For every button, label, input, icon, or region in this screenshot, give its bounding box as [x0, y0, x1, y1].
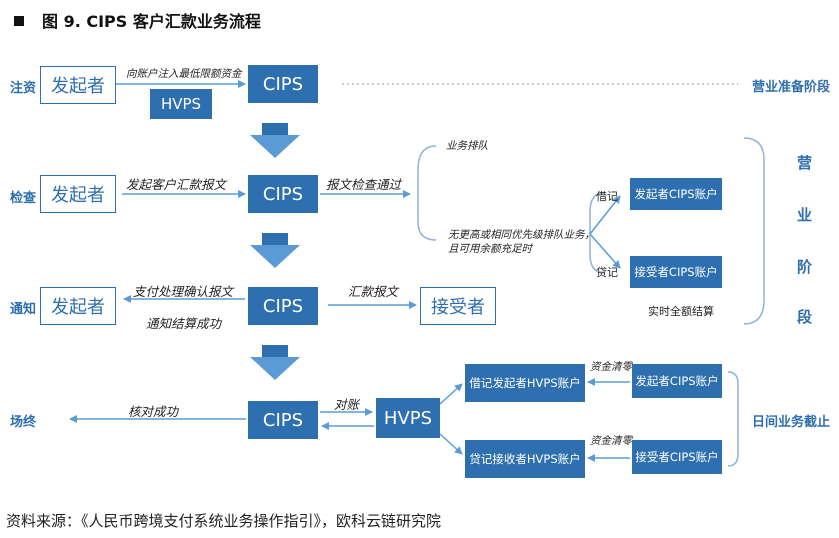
receiver-box: 接受者: [420, 287, 496, 325]
label-credit: 贷记: [596, 266, 618, 279]
arrow-to-credit: [589, 233, 621, 269]
label-remit-msg: 汇款报文: [348, 284, 399, 299]
phase-business-char-4: 段: [797, 308, 813, 326]
label-reconcile: 对账: [334, 397, 360, 412]
stage-label-notify: 通知: [10, 302, 37, 317]
originator-box-2: 发起者: [40, 175, 116, 213]
label-check-success: 核对成功: [128, 404, 179, 419]
business-phase-bracket: [743, 137, 765, 325]
receiver-cips-account-box-2: 接受者CIPS账户: [632, 440, 722, 474]
label-pay-confirm-msg: 支付处理确认报文: [133, 284, 234, 299]
label-no-higher-priority: 无更高或相同优先级排队业务，: [448, 229, 595, 241]
stage-label-check: 检查: [10, 191, 37, 206]
hvps-box-2: HVPS: [376, 398, 440, 438]
down-arrow-2: [250, 233, 300, 268]
label-fund-clear-2: 资金清零: [590, 435, 632, 447]
credit-receiver-hvps-box: 贷记接收者HVPS账户: [465, 440, 585, 478]
cips-box-3: CIPS: [248, 287, 318, 325]
phase-business-char-2: 业: [797, 206, 813, 224]
label-real-time-settle: 实时全额结算: [648, 305, 714, 318]
hvps-box-1: HVPS: [150, 89, 212, 119]
stage-label-end: 场终: [10, 415, 37, 430]
originator-cips-account-box: 发起者CIPS账户: [630, 178, 722, 210]
phase-business-char-3: 阶: [797, 258, 813, 276]
figure-title: 图 9. CIPS 客户汇款业务流程: [14, 8, 261, 32]
title-square-icon: [14, 15, 24, 26]
label-queue: 业务排队: [446, 140, 488, 152]
originator-box-1: 发起者: [40, 66, 116, 104]
label-notify-settle-success: 通知结算成功: [146, 316, 222, 331]
label-fund-clear-1: 资金清零: [590, 361, 632, 373]
cutoff-bracket: [727, 371, 739, 467]
arrow-to-debit: [589, 195, 621, 235]
branch-bracket-left: [417, 145, 437, 241]
originator-cips-account-box-2: 发起者CIPS账户: [632, 364, 722, 398]
cips-box-4: CIPS: [248, 401, 318, 439]
label-send-remit-msg: 发起客户汇款报文: [126, 177, 227, 192]
phase-business-char-1: 营: [797, 154, 813, 172]
cips-box-1: CIPS: [248, 65, 318, 103]
label-debit: 借记: [596, 190, 618, 203]
cips-box-2: CIPS: [248, 175, 318, 213]
arrow-hvps-to-debit: [439, 383, 463, 405]
arrow-hvps-to-credit: [439, 433, 463, 455]
label-inject-min-funds: 向账户注入最低限额资金: [126, 68, 242, 80]
debit-originator-hvps-box: 借记发起者HVPS账户: [465, 364, 585, 402]
originator-box-3: 发起者: [40, 287, 116, 325]
phase-prep-label: 营业准备阶段: [752, 80, 831, 95]
label-sufficient-balance: 且可用余额充足时: [448, 243, 532, 255]
phase-cutoff-label: 日间业务截止: [752, 415, 831, 430]
receiver-cips-account-box: 接受者CIPS账户: [630, 256, 722, 288]
stage-label-inject: 注资: [10, 81, 37, 96]
label-msg-check-pass: 报文检查通过: [326, 177, 402, 192]
down-arrow-1: [250, 123, 300, 158]
down-arrow-3: [250, 345, 300, 380]
source-note: 资料来源：《人民币跨境支付系统业务操作指引》，欧科云链研究院: [6, 512, 442, 530]
